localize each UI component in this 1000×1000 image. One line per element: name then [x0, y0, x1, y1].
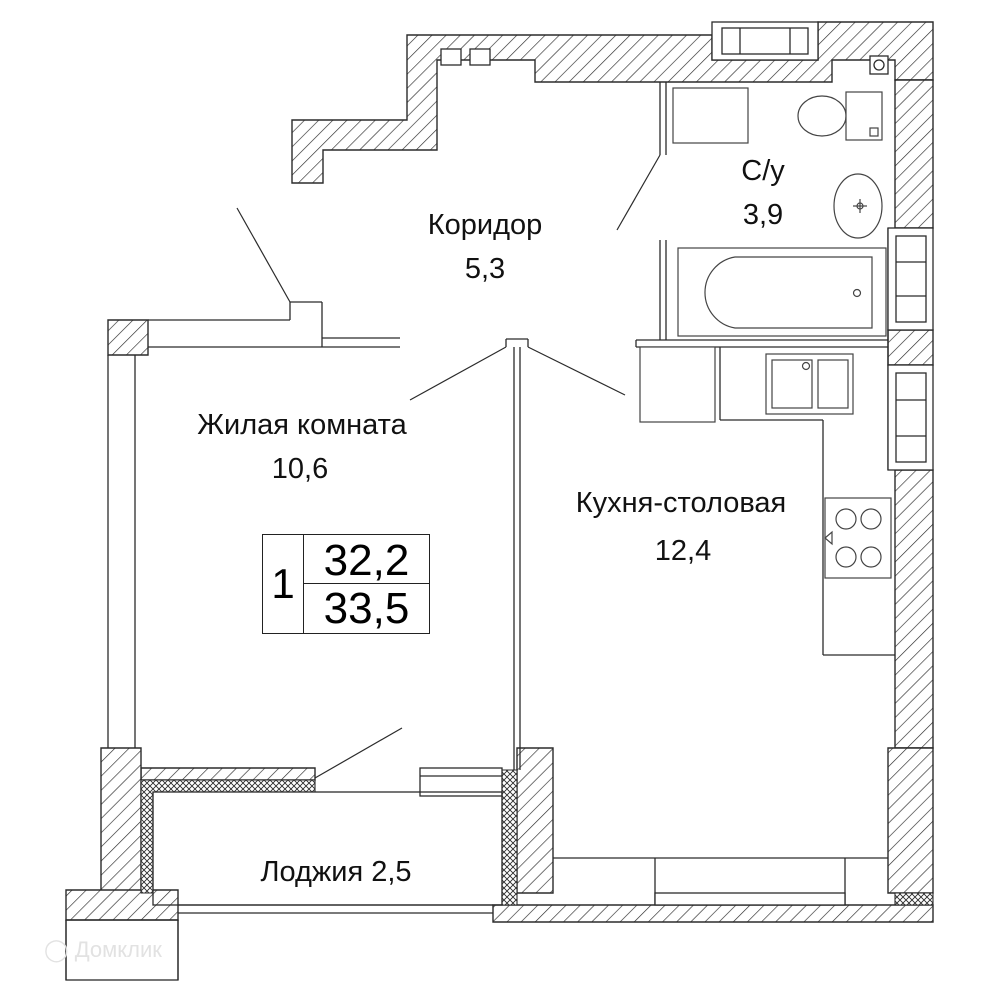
- bathroom-area: 3,9: [742, 199, 784, 231]
- loggia-label: Лоджия 2,5: [260, 856, 412, 888]
- living-area-total: 32,2: [304, 535, 429, 585]
- left-pier: [100, 747, 142, 894]
- living-door: [409, 346, 507, 401]
- riser: [869, 55, 889, 75]
- partitions: [65, 82, 895, 980]
- right-wall-mid: [887, 329, 934, 366]
- corridor-area: 5,3: [464, 253, 506, 285]
- right-wall-lower: [894, 469, 934, 749]
- watermark-text: Домклик: [74, 937, 162, 962]
- fixtures: [639, 87, 892, 579]
- kitchen-area: 12,4: [654, 535, 712, 567]
- total-area: 33,5: [323, 584, 410, 633]
- vent-block: [440, 48, 462, 66]
- loggia-door-frame: [419, 767, 503, 797]
- left-stub-wall: [107, 319, 149, 356]
- toilet-icon: [797, 95, 847, 137]
- right-wall: [894, 79, 934, 229]
- kitchen-window: [654, 892, 846, 906]
- area-summary: 1 32,2 33,5: [262, 534, 430, 634]
- loggia-insulation: [140, 769, 934, 906]
- windows: [65, 21, 934, 981]
- corridor-name: Коридор: [427, 209, 543, 241]
- watermark: ◯ Домклик: [44, 936, 162, 964]
- fridge: [639, 346, 716, 423]
- doors: [236, 154, 661, 779]
- living-room-name: Жилая комната: [197, 409, 407, 441]
- room-count: 1: [263, 535, 304, 633]
- loggia-outline: [152, 791, 503, 906]
- bathroom-door: [616, 154, 661, 231]
- stove-icon: [824, 497, 892, 579]
- kitchen-door: [527, 346, 626, 396]
- bathroom-name: С/у: [741, 155, 785, 187]
- middle-pier: [516, 747, 554, 894]
- entry-door: [236, 207, 291, 303]
- living-room-area: 10,6: [271, 453, 329, 485]
- right-wall-bottom: [887, 747, 934, 894]
- living-loggia-wall: [140, 767, 316, 781]
- kitchen-sink-icon: [765, 353, 854, 415]
- watermark-logo-icon: ◯: [44, 937, 75, 962]
- kitchen-name: Кухня-столовая: [575, 487, 787, 519]
- bathtub-icon: [677, 247, 887, 337]
- loggia-door: [314, 727, 403, 779]
- bottom-wall: [492, 904, 934, 923]
- washing-machine: [672, 87, 749, 144]
